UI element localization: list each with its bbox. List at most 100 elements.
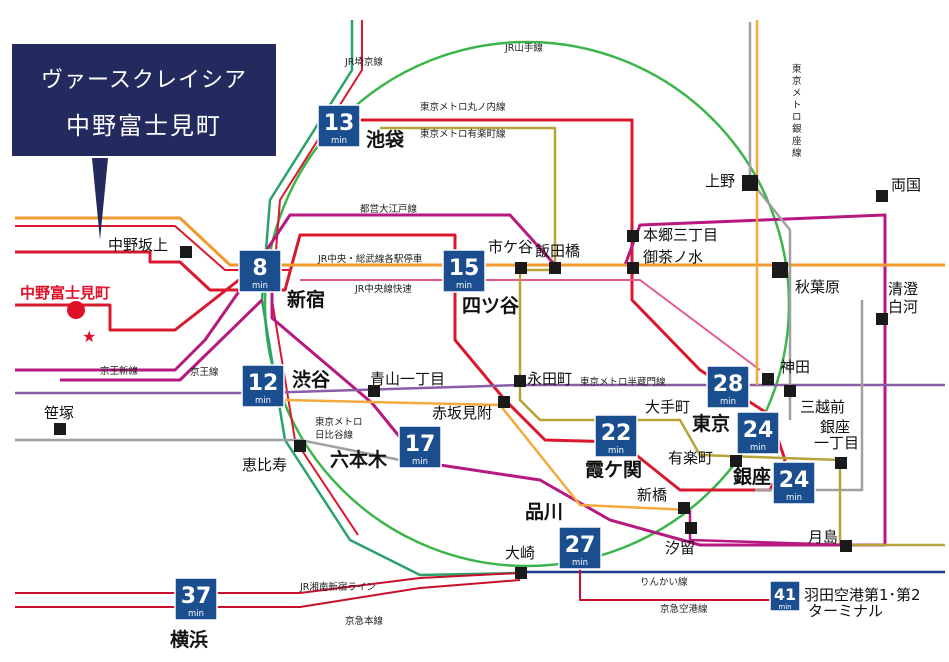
svg-text:min: min — [456, 281, 472, 291]
label-shinagawa: 品川 — [525, 501, 563, 523]
label-hibiya-1: 東京メトロ — [315, 416, 363, 428]
time-box-ikebukuro: 13 min — [317, 104, 361, 148]
yurakucho-line — [380, 126, 945, 547]
hanzomon-line — [15, 383, 945, 395]
time-box-tokyo: 24 min — [736, 411, 780, 455]
station-node-ginza1 — [835, 457, 847, 469]
label-ueno: 上野 — [705, 172, 735, 190]
label-ikebukuro: 池袋 — [366, 128, 405, 151]
label-aoyama: 青山一丁目 — [370, 370, 445, 388]
svg-text:15: 15 — [449, 256, 480, 281]
label-nagatacho: 永田町 — [527, 370, 572, 388]
svg-text:28: 28 — [713, 372, 744, 397]
label-shimbashi: 新橋 — [637, 486, 667, 504]
label-jr-yamanote: JR山手線 — [504, 42, 543, 54]
station-node-aoyama — [368, 385, 380, 397]
svg-text:min: min — [786, 493, 802, 503]
label-nakanosakaue: 中野坂上 — [108, 236, 168, 254]
station-node-iidabashi — [549, 262, 561, 274]
label-hibiya-2: 日比谷線 — [315, 429, 354, 441]
label-yokohama: 横浜 — [170, 628, 208, 651]
station-node-yurakucho — [730, 455, 742, 467]
station-node-ryogoku — [876, 190, 888, 202]
label-haneda-1: 羽田空港第1･第2 — [804, 586, 921, 604]
label-keio-new: 京王新線 — [100, 365, 139, 377]
station-node-ochanomizu — [627, 262, 639, 274]
label-ichigaya: 市ケ谷 — [488, 238, 533, 256]
label-shiodome: 汐留 — [665, 539, 695, 557]
label-keikyu-airport: 京急空港線 — [660, 603, 708, 615]
station-node-ichigaya — [515, 262, 527, 274]
chuo-rapid-line — [300, 279, 761, 371]
label-kiyosumi-1: 清澄 — [888, 280, 918, 298]
time-box-haneda: 41 min — [769, 580, 801, 612]
label-iidabashi: 飯田橋 — [535, 242, 580, 260]
svg-text:min: min — [252, 281, 268, 291]
svg-text:min: min — [750, 443, 766, 453]
svg-text:8: 8 — [252, 256, 267, 281]
label-sasazuka: 笹塚 — [44, 404, 74, 422]
svg-text:13: 13 — [324, 111, 355, 136]
label-hongo: 本郷三丁目 — [643, 226, 718, 244]
station-node-osaki — [515, 567, 527, 579]
station-node-mitsukoshi — [784, 385, 796, 397]
label-shinjuku: 新宿 — [287, 288, 325, 311]
label-ochanomizu: 御茶ノ水 — [643, 248, 703, 266]
station-node-nakanosakaue — [180, 246, 192, 258]
label-keio: 京王線 — [190, 366, 219, 378]
label-home: 中野富士見町 — [20, 284, 110, 302]
svg-text:41: 41 — [774, 585, 796, 604]
svg-text:37: 37 — [181, 584, 212, 609]
oedo-tsukishima — [688, 510, 851, 547]
station-node-kanda — [762, 373, 774, 385]
label-tokyo: 東京 — [692, 412, 730, 435]
label-otemachi: 大手町 — [645, 398, 690, 416]
property-banner: ヴァースクレイシア 中野富士見町 — [12, 44, 276, 156]
label-ginza: 銀座 — [733, 465, 771, 488]
time-box-shinagawa: 27 min — [558, 526, 602, 570]
svg-text:min: min — [331, 136, 347, 146]
station-node-akihabara — [772, 262, 788, 278]
banner-pointer — [92, 158, 108, 240]
time-box-shibuya: 12 min — [241, 364, 285, 408]
label-ebisu: 恵比寿 — [242, 456, 287, 474]
keikyu-airport-line — [579, 560, 780, 601]
label-haneda-2: ターミナル — [808, 602, 883, 620]
time-box-yokohama: 37 min — [174, 577, 218, 621]
label-kanda: 神田 — [780, 358, 810, 376]
label-yurakucho: 東京メトロ有楽町線 — [420, 128, 506, 140]
label-yurakucho: 有楽町 — [668, 449, 713, 467]
svg-text:22: 22 — [601, 421, 632, 446]
station-node-tsukishima — [840, 540, 852, 552]
station-node-hongo — [627, 230, 639, 242]
label-marunouchi: 東京メトロ丸ノ内線 — [420, 101, 506, 113]
keio-line — [60, 298, 264, 382]
label-tsukishima: 月島 — [808, 528, 838, 546]
svg-text:min: min — [778, 603, 791, 611]
label-roppongi: 六本木 — [330, 448, 388, 471]
time-box-kasumigaseki: 22 min — [594, 414, 638, 458]
keikyu-main-line-2 — [15, 579, 521, 608]
svg-text:min: min — [572, 558, 588, 568]
label-kasumigaseki: 霞ケ関 — [585, 459, 642, 481]
label-yotsuya: 四ツ谷 — [462, 295, 520, 317]
station-node-ebisu — [294, 440, 306, 452]
time-box-otemachi: 28 min — [706, 365, 750, 409]
home-marker — [67, 301, 85, 319]
svg-text:min: min — [720, 397, 736, 407]
label-ginza-vertical: 東京メトロ銀座線 — [792, 63, 802, 159]
label-akihabara: 秋葉原 — [795, 278, 840, 296]
banner-line-1: ヴァースクレイシア — [41, 68, 247, 93]
label-hanzomon: 東京メトロ半蔵門線 — [580, 376, 666, 388]
label-rinkai: りんかい線 — [640, 576, 688, 588]
station-node-akasaka — [498, 396, 510, 408]
time-box-yotsuya: 15 min — [442, 249, 486, 293]
label-akasaka: 赤坂見附 — [432, 404, 492, 422]
svg-text:min: min — [188, 609, 204, 619]
chuo-line — [15, 216, 945, 267]
label-ryogoku: 両国 — [891, 176, 921, 194]
banner-line-2: 中野富士見町 — [66, 112, 222, 140]
label-oedo: 都営大江戸線 — [360, 203, 418, 215]
label-chuo-sobu: JR中央・総武線各駅停車 — [317, 253, 423, 265]
